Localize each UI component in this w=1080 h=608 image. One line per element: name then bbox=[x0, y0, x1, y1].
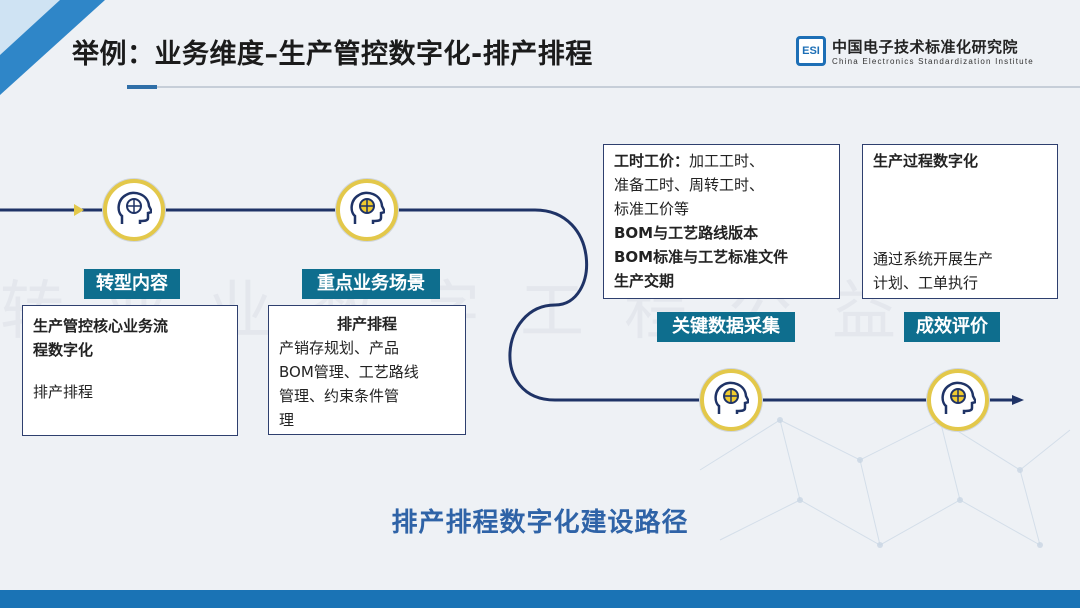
org-logo: ESI 中国电子技术标准化研究院 China Electronics Stand… bbox=[796, 36, 1034, 66]
stage-3-line-4: BOM与工艺路线版本 bbox=[614, 224, 759, 242]
stage-box-3: 工时工价：加工工时、 准备工时、周转工时、 标准工价等 BOM与工艺路线版本 B… bbox=[603, 144, 840, 299]
corner-decoration bbox=[0, 0, 105, 95]
stage-tag-key-data-collection: 关键数据采集 bbox=[657, 312, 795, 342]
stage-3-line-3: 标准工价等 bbox=[614, 200, 690, 218]
stage-tag-transformation-content: 转型内容 bbox=[84, 269, 180, 299]
head-target-icon bbox=[350, 191, 385, 224]
stage-box-1: 生产管控核心业务流 程数字化 排产排程 bbox=[22, 305, 238, 436]
page-title: 举例：业务维度–生产管控数字化-排产排程 bbox=[72, 39, 593, 70]
stage-4-line-5: 通过系统开展生产 bbox=[873, 250, 994, 268]
stage-1-line-2: 程数字化 bbox=[33, 341, 94, 359]
stage-4-line-1: 生产过程数字化 bbox=[873, 152, 979, 170]
title-underline-accent bbox=[127, 85, 157, 89]
stage-2-line-3: BOM管理、工艺路线 bbox=[279, 363, 419, 381]
stage-box-2: 排产排程 产销存规划、产品 BOM管理、工艺路线 管理、约束条件管 理 bbox=[268, 305, 466, 435]
stage-3-line-1-rest: 加工工时、 bbox=[689, 152, 765, 170]
roadmap-title: 排产排程数字化建设路径 bbox=[391, 508, 689, 538]
stage-node-3 bbox=[700, 369, 762, 431]
stage-1-line-4: 排产排程 bbox=[33, 383, 94, 401]
stage-3-line-1: 工时工价： bbox=[614, 152, 690, 170]
stage-tag-key-scenarios: 重点业务场景 bbox=[302, 269, 440, 299]
stage-3-line-6: 生产交期 bbox=[614, 272, 675, 290]
stage-2-line-2: 产销存规划、产品 bbox=[279, 339, 400, 357]
stage-tag-effect-evaluation: 成效评价 bbox=[904, 312, 1000, 342]
stage-4-line-6: 计划、工单执行 bbox=[873, 274, 979, 292]
stage-2-line-1: 排产排程 bbox=[336, 315, 397, 333]
org-name-en: China Electronics Standardization Instit… bbox=[832, 57, 1034, 66]
stage-2-line-5: 理 bbox=[279, 411, 295, 429]
head-target-icon bbox=[714, 381, 749, 414]
stage-node-2 bbox=[336, 179, 398, 241]
footer-bar bbox=[0, 590, 1080, 608]
stage-node-4 bbox=[927, 369, 989, 431]
stage-box-4: 生产过程数字化 通过系统开展生产 计划、工单执行 bbox=[862, 144, 1058, 299]
stage-1-line-1: 生产管控核心业务流 bbox=[33, 317, 169, 335]
stage-3-line-5: BOM标准与工艺标准文件 bbox=[614, 248, 789, 266]
head-target-icon bbox=[117, 191, 152, 224]
stage-2-line-4: 管理、约束条件管 bbox=[279, 387, 400, 405]
stage-3-line-2: 准备工时、周转工时、 bbox=[614, 176, 765, 194]
org-name-cn: 中国电子技术标准化研究院 bbox=[832, 38, 1019, 56]
esi-logo-icon: ESI bbox=[796, 36, 826, 66]
title-underline bbox=[127, 86, 1080, 88]
head-target-icon bbox=[941, 381, 976, 414]
stage-node-1 bbox=[103, 179, 165, 241]
